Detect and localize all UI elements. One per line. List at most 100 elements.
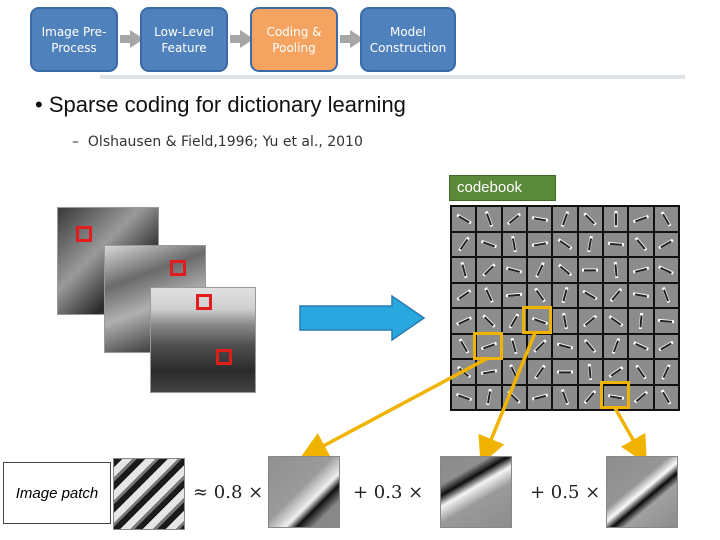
basis-cell xyxy=(629,258,653,282)
plus-coefficient-1: + 0.3 × xyxy=(353,482,424,503)
basis-cell xyxy=(654,309,678,333)
basis-cell xyxy=(452,283,476,307)
basis-cell xyxy=(654,385,678,409)
basis-cell xyxy=(452,385,476,409)
patch-marker-3 xyxy=(196,294,212,310)
basis-cell xyxy=(604,385,628,409)
main-bullet: • Sparse coding for dictionary learning xyxy=(35,92,406,118)
basis-cell xyxy=(502,258,526,282)
basis-cell xyxy=(629,334,653,358)
basis-cell xyxy=(604,360,628,384)
basis-cell xyxy=(528,232,552,256)
patch-marker-2 xyxy=(170,260,186,276)
basis-cell xyxy=(477,360,501,384)
basis-cell xyxy=(578,207,602,231)
basis-cell xyxy=(528,385,552,409)
basis-cell xyxy=(477,309,501,333)
basis-cell xyxy=(477,385,501,409)
image-patch-label: Image patch xyxy=(3,462,111,524)
basis-cell xyxy=(502,232,526,256)
basis-cell xyxy=(604,207,628,231)
basis-cell xyxy=(477,207,501,231)
basis-cell xyxy=(629,283,653,307)
basis-cell xyxy=(477,283,501,307)
basis-cell xyxy=(604,334,628,358)
pipeline-step-feature: Low-Level Feature xyxy=(140,7,228,72)
codebook-highlight-2 xyxy=(522,306,552,334)
basis-cell xyxy=(502,207,526,231)
pipeline-step-model-label: Model Construction xyxy=(369,24,447,55)
basis-cell xyxy=(452,309,476,333)
pipeline-step-preprocess: Image Pre-Process xyxy=(30,7,118,72)
arrow-to-patch-3 xyxy=(613,407,647,465)
patch-marker-4 xyxy=(216,349,232,365)
basis-cell xyxy=(629,360,653,384)
basis-cell xyxy=(452,232,476,256)
basis-cell xyxy=(528,283,552,307)
basis-cell xyxy=(553,283,577,307)
basis-cell xyxy=(553,385,577,409)
basis-cell xyxy=(578,334,602,358)
basis-cell xyxy=(502,283,526,307)
basis-cell xyxy=(578,360,602,384)
basis-cell xyxy=(477,232,501,256)
basis-cell xyxy=(528,258,552,282)
basis-cell xyxy=(502,334,526,358)
basis-cell xyxy=(477,334,501,358)
basis-cell xyxy=(578,232,602,256)
basis-cell xyxy=(654,232,678,256)
pipeline-step-coding-label: Coding & Pooling xyxy=(266,24,322,55)
basis-cell xyxy=(578,309,602,333)
basis-cell xyxy=(553,334,577,358)
basis-cell xyxy=(553,309,577,333)
basis-cell xyxy=(452,207,476,231)
basis-cell xyxy=(452,334,476,358)
basis-cell xyxy=(654,360,678,384)
basis-cell xyxy=(654,283,678,307)
basis-cell xyxy=(629,385,653,409)
pipeline-arrow-3-stem xyxy=(340,35,352,43)
patch-marker-1 xyxy=(76,226,92,242)
basis-cell xyxy=(553,258,577,282)
arrow-to-patch-1 xyxy=(299,356,489,459)
codebook-highlight-3 xyxy=(600,381,630,409)
image-patch xyxy=(113,458,185,530)
basis-cell xyxy=(578,258,602,282)
basis-cell xyxy=(578,385,602,409)
codebook-label: codebook xyxy=(449,175,556,201)
basis-cell xyxy=(553,207,577,231)
basis-cell xyxy=(502,309,526,333)
basis-cell xyxy=(553,232,577,256)
bullet-dot-icon: • xyxy=(35,92,49,117)
basis-cell xyxy=(578,283,602,307)
basis-cell xyxy=(604,309,628,333)
basis-cell xyxy=(604,283,628,307)
pipeline-step-feature-label: Low-Level Feature xyxy=(154,24,214,55)
main-bullet-text: Sparse coding for dictionary learning xyxy=(48,92,406,117)
pipeline-step-model: Model Construction xyxy=(360,7,456,72)
transform-arrow xyxy=(299,294,426,342)
sub-bullet: – Olshausen & Field,1996; Yu et al., 201… xyxy=(72,134,363,150)
basis-cell xyxy=(528,309,552,333)
basis-cell xyxy=(452,258,476,282)
pipeline-step-coding: Coding & Pooling xyxy=(250,7,338,72)
basis-patch-1 xyxy=(268,456,340,528)
basis-cell xyxy=(654,258,678,282)
basis-cell xyxy=(528,360,552,384)
basis-cell xyxy=(553,360,577,384)
basis-cell xyxy=(629,207,653,231)
basis-cell xyxy=(654,207,678,231)
basis-cell xyxy=(477,258,501,282)
divider-rule xyxy=(100,75,685,79)
sub-bullet-text: Olshausen & Field,1996; Yu et al., 2010 xyxy=(87,134,363,150)
basis-cell xyxy=(604,232,628,256)
basis-patch-3 xyxy=(606,456,678,528)
photo-mountains xyxy=(150,287,256,393)
pipeline-arrow-1-stem xyxy=(120,35,132,43)
codebook-grid xyxy=(450,205,680,411)
arrow-to-patch-2 xyxy=(478,332,537,465)
plus-coefficient-2: + 0.5 × xyxy=(530,482,601,503)
dash-icon: – xyxy=(72,134,88,150)
basis-cell xyxy=(629,232,653,256)
